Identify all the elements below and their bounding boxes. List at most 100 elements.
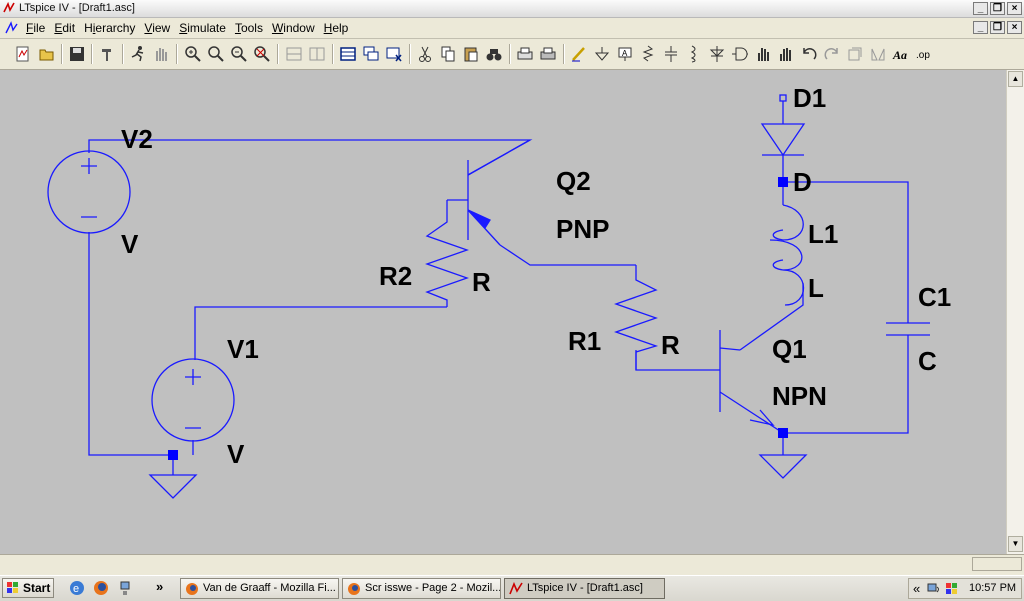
svg-text:.op: .op — [916, 50, 930, 61]
start-label: Start — [23, 581, 51, 595]
v1-name-label: V1 — [227, 334, 259, 364]
voltage-source-v2[interactable] — [47, 150, 131, 234]
minimize-button[interactable]: _ — [973, 2, 988, 15]
component-icon[interactable] — [731, 45, 749, 63]
tile-vertical-icon[interactable] — [308, 45, 326, 63]
control-panel-hammer-icon[interactable] — [99, 45, 117, 63]
start-button[interactable]: Start — [2, 578, 54, 598]
save-icon[interactable] — [68, 45, 86, 63]
zoom-out-icon[interactable] — [230, 45, 248, 63]
draw-wire-icon[interactable] — [570, 45, 588, 63]
restore-button[interactable]: ❐ — [990, 2, 1005, 15]
menu-view[interactable]: View — [144, 21, 171, 35]
doc-close-button[interactable]: × — [1007, 21, 1022, 34]
inductor-icon[interactable] — [685, 45, 703, 63]
mirror-icon[interactable] — [869, 45, 887, 63]
transistor-q2-pnp[interactable] — [447, 139, 531, 246]
tray-expand-chevron-icon[interactable]: « — [913, 581, 921, 596]
tile-windows-icon[interactable] — [339, 45, 357, 63]
find-icon[interactable] — [485, 45, 503, 63]
tile-horizontal-icon[interactable] — [285, 45, 303, 63]
menu-list: File Edit Hierarchy View Simulate Tools … — [24, 21, 355, 35]
close-window-icon[interactable] — [385, 45, 403, 63]
schematic-canvas[interactable]: V2 V V1 V Q2 PNP R2 R R1 R D1 D L1 L C1 … — [0, 70, 1006, 554]
scroll-up-arrow-icon[interactable]: ▲ — [1008, 71, 1023, 87]
capacitor-c1[interactable] — [886, 322, 930, 336]
open-folder-icon[interactable] — [38, 45, 56, 63]
clock[interactable]: 10:57 PM — [969, 582, 1017, 594]
menu-tools[interactable]: Tools — [234, 21, 263, 35]
document-icon[interactable] — [3, 21, 19, 35]
menu-help[interactable]: Help — [323, 21, 349, 35]
l1-name-label: L1 — [808, 219, 838, 249]
print-icon[interactable] — [539, 45, 557, 63]
firefox-quicklaunch-icon[interactable] — [92, 579, 110, 597]
q2-name-label: Q2 — [556, 166, 591, 196]
system-tray: « 10:57 PM — [908, 578, 1022, 599]
halt-hand-icon[interactable] — [152, 45, 170, 63]
r2-name-label: R2 — [379, 261, 412, 291]
menu-bar: File Edit Hierarchy View Simulate Tools … — [0, 18, 1024, 39]
resistor-icon[interactable] — [639, 45, 657, 63]
spice-directive-icon[interactable]: .op — [915, 45, 933, 63]
doc-minimize-button[interactable]: _ — [973, 21, 988, 34]
doc-restore-button[interactable]: ❐ — [990, 21, 1005, 34]
ground-icon[interactable] — [593, 45, 611, 63]
transistor-q1-npn[interactable] — [719, 330, 784, 434]
undo-icon[interactable] — [800, 45, 818, 63]
diode-d1[interactable] — [760, 94, 806, 157]
move-hand-icon[interactable] — [754, 45, 772, 63]
diode-icon[interactable] — [708, 45, 726, 63]
quicklaunch-overflow-icon[interactable]: » — [156, 579, 164, 594]
print-setup-icon[interactable] — [516, 45, 534, 63]
windows-security-tray-icon[interactable] — [945, 582, 959, 596]
junction-node — [778, 428, 788, 438]
scroll-down-arrow-icon[interactable]: ▼ — [1008, 536, 1023, 552]
run-simulation-icon[interactable] — [129, 45, 147, 63]
q2-value-label: PNP — [556, 214, 609, 244]
menu-simulate[interactable]: Simulate — [179, 21, 226, 35]
c1-name-label: C1 — [918, 282, 951, 312]
title-bar: LTspice IV - [Draft1.asc] _ ❐ × — [0, 0, 1024, 18]
zoom-full-icon[interactable] — [253, 45, 271, 63]
ground-symbol-v1[interactable] — [148, 474, 198, 499]
zoom-area-icon[interactable] — [184, 45, 202, 63]
taskbar-item-van-de-graaff[interactable]: Van de Graaff - Mozilla Fi... — [180, 578, 339, 599]
resistor-r1[interactable] — [614, 265, 659, 370]
taskbar-item-scr-isswe[interactable]: Scr isswe - Page 2 - Mozil... — [342, 578, 501, 599]
redo-icon[interactable] — [823, 45, 841, 63]
network-quicklaunch-icon[interactable] — [116, 579, 134, 597]
label-net-icon[interactable]: A — [616, 45, 634, 63]
toolbar: A Aa .op — [0, 39, 1024, 70]
inductor-l1[interactable] — [769, 204, 805, 306]
vertical-scrollbar[interactable]: ▲ ▼ — [1006, 70, 1024, 554]
new-schematic-icon[interactable] — [14, 45, 32, 63]
pan-icon[interactable] — [207, 45, 225, 63]
menu-hierarchy[interactable]: Hierarchy — [84, 21, 136, 35]
copy-icon[interactable] — [439, 45, 457, 63]
capacitor-icon[interactable] — [662, 45, 680, 63]
paste-icon[interactable] — [462, 45, 480, 63]
task-label: Scr isswe - Page 2 - Mozil... — [365, 582, 501, 594]
drag-hand-icon[interactable] — [777, 45, 795, 63]
close-button[interactable]: × — [1007, 2, 1022, 15]
ground-symbol-q1[interactable] — [758, 454, 808, 479]
network-tray-icon[interactable] — [927, 582, 941, 596]
rotate-icon[interactable] — [846, 45, 864, 63]
menu-file[interactable]: File — [26, 21, 46, 35]
cascade-windows-icon[interactable] — [362, 45, 380, 63]
ltspice-app-icon — [3, 2, 15, 13]
v2-value-label: V — [121, 229, 139, 259]
r1-name-label: R1 — [568, 326, 601, 356]
d1-name-label: D1 — [793, 83, 826, 113]
text-icon[interactable]: Aa — [892, 45, 910, 63]
firefox-icon — [186, 583, 198, 595]
ie-quicklaunch-icon[interactable]: e — [68, 579, 86, 597]
resistor-r2[interactable] — [425, 200, 469, 307]
taskbar-item-ltspice[interactable]: LTspice IV - [Draft1.asc] — [504, 578, 665, 599]
ltspice-icon — [509, 582, 523, 595]
menu-edit[interactable]: Edit — [54, 21, 76, 35]
cut-icon[interactable] — [416, 45, 434, 63]
voltage-source-v1[interactable] — [151, 358, 235, 442]
menu-window[interactable]: Window — [271, 21, 315, 35]
